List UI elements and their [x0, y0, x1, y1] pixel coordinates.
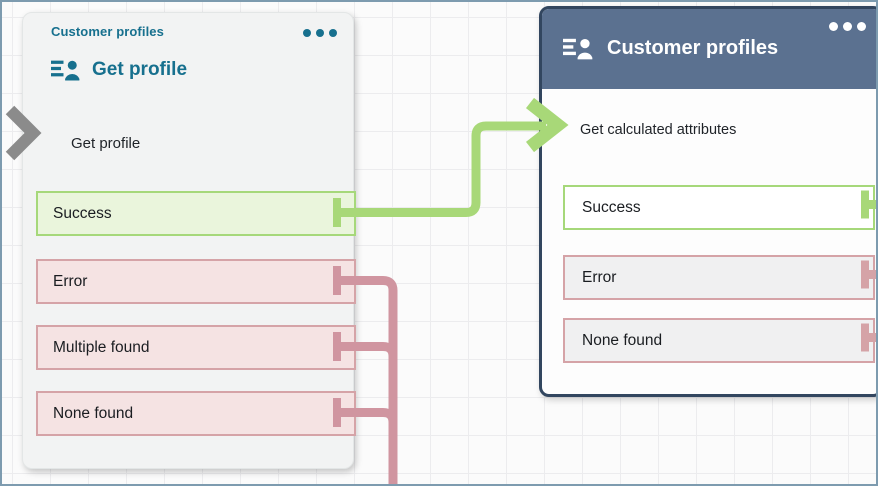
port-none-found[interactable]: None found: [36, 391, 356, 436]
block-header: Customer profiles: [542, 9, 876, 89]
customer-profiles-icon: [563, 35, 594, 62]
port-label: None found: [53, 404, 134, 422]
dot: [857, 22, 866, 31]
customer-profiles-icon: [51, 57, 81, 83]
block-get-calculated-attributes[interactable]: Customer profiles Get calculated attribu…: [539, 6, 876, 397]
dot: [316, 29, 324, 37]
block-title: Get profile: [92, 59, 188, 80]
block-menu-ellipsis-icon[interactable]: [303, 29, 337, 37]
port-multiple-found[interactable]: Multiple found: [36, 325, 356, 370]
block-get-profile[interactable]: Customer profiles Get profile Get profil…: [22, 12, 356, 469]
port-label: None found: [582, 331, 663, 349]
port-label: Success: [53, 204, 112, 222]
dot: [843, 22, 852, 31]
dot: [829, 22, 838, 31]
port-label: Error: [582, 268, 617, 286]
port-success[interactable]: Success: [36, 191, 356, 236]
port-success[interactable]: Success: [563, 185, 875, 230]
block-group-label: Customer profiles: [51, 24, 164, 39]
port-label: Error: [53, 272, 88, 290]
step-label: Get profile: [71, 135, 141, 152]
connection-success[interactable]: [333, 97, 569, 227]
block-title: Customer profiles: [607, 37, 779, 59]
block-menu-ellipsis-icon[interactable]: [829, 22, 866, 31]
dot: [303, 29, 311, 37]
port-label: Success: [582, 198, 641, 216]
step-label: Get calculated attributes: [580, 122, 737, 138]
dot: [329, 29, 337, 37]
port-error[interactable]: Error: [36, 259, 356, 304]
port-error[interactable]: Error: [563, 255, 875, 300]
port-none-found[interactable]: None found: [563, 318, 875, 363]
port-label: Multiple found: [53, 338, 150, 356]
